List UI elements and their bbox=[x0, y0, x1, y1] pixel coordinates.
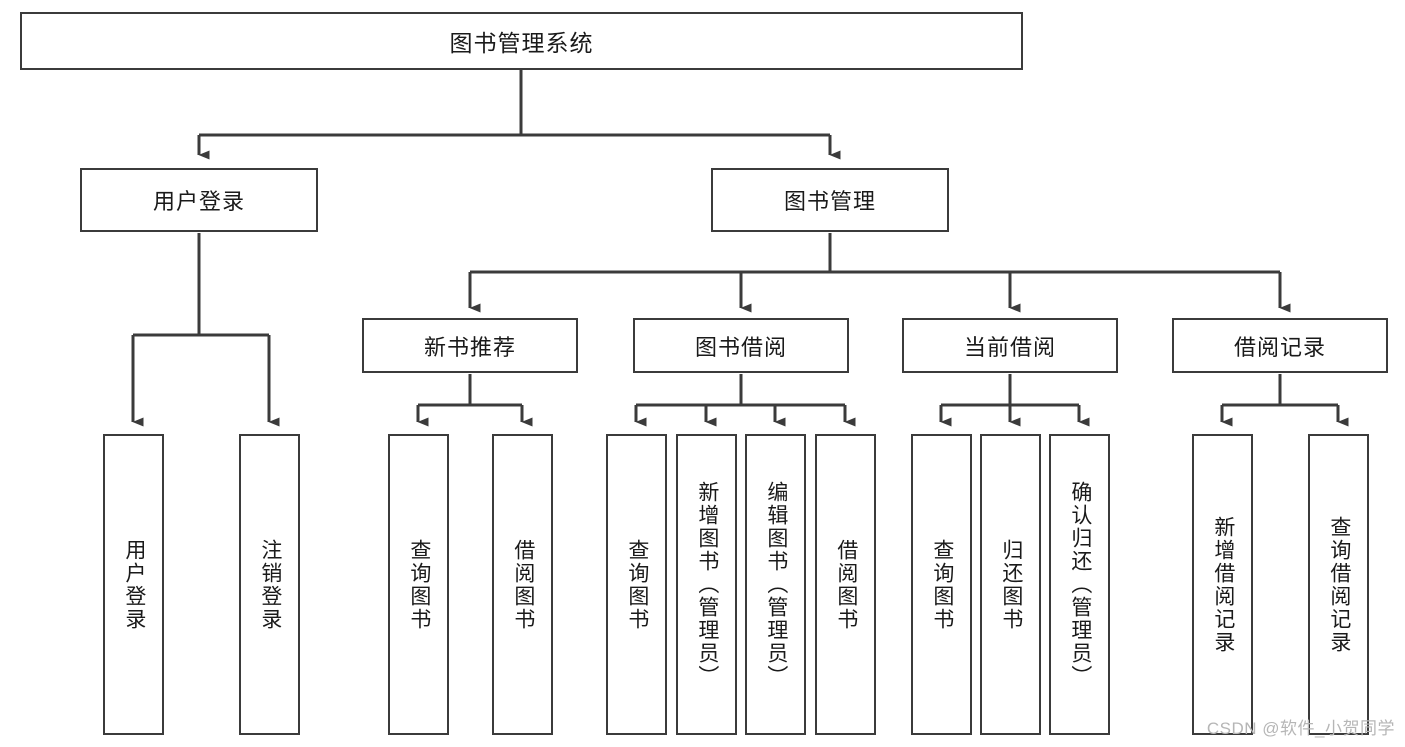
node-leaf-query-borrow-record[interactable]: 查询借阅记录 bbox=[1308, 434, 1369, 735]
node-leaf-add-book-admin[interactable]: 新增图书（管理员） bbox=[676, 434, 737, 735]
node-borrow-record[interactable]: 借阅记录 bbox=[1172, 318, 1388, 373]
node-book-management-label: 图书管理 bbox=[783, 189, 876, 214]
node-leaf-return-book-label: 归还图书 bbox=[999, 538, 1023, 631]
node-leaf-return-book[interactable]: 归还图书 bbox=[980, 434, 1041, 735]
node-book-management[interactable]: 图书管理 bbox=[711, 168, 949, 232]
node-leaf-edit-book-admin-label: 编辑图书（管理员） bbox=[764, 481, 788, 688]
node-root-label: 图书管理系统 bbox=[449, 30, 594, 56]
node-leaf-query-book-borrow-label: 查询图书 bbox=[625, 538, 649, 631]
node-leaf-borrow-book[interactable]: 借阅图书 bbox=[815, 434, 876, 735]
watermark-text: CSDN @软件_小贺同学 bbox=[1206, 719, 1395, 738]
node-user-login[interactable]: 用户登录 bbox=[80, 168, 318, 232]
node-leaf-query-book-current[interactable]: 查询图书 bbox=[911, 434, 972, 735]
node-leaf-borrow-book-recommend[interactable]: 借阅图书 bbox=[492, 434, 553, 735]
node-leaf-borrow-book-recommend-label: 借阅图书 bbox=[511, 538, 535, 631]
node-leaf-add-borrow-record-label: 新增借阅记录 bbox=[1211, 515, 1235, 654]
node-current-borrow[interactable]: 当前借阅 bbox=[902, 318, 1118, 373]
node-book-borrow-label: 图书借阅 bbox=[694, 334, 787, 360]
node-leaf-user-login[interactable]: 用户登录 bbox=[103, 434, 164, 735]
node-new-book-recommend[interactable]: 新书推荐 bbox=[362, 318, 578, 373]
node-leaf-query-book-recommend[interactable]: 查询图书 bbox=[388, 434, 449, 735]
node-leaf-logout[interactable]: 注销登录 bbox=[239, 434, 300, 735]
node-leaf-query-book-current-label: 查询图书 bbox=[930, 538, 954, 631]
node-borrow-record-label: 借阅记录 bbox=[1233, 334, 1326, 360]
node-leaf-borrow-book-label: 借阅图书 bbox=[834, 538, 858, 631]
node-leaf-logout-label: 注销登录 bbox=[258, 538, 282, 631]
node-leaf-query-borrow-record-label: 查询借阅记录 bbox=[1327, 515, 1351, 654]
node-leaf-confirm-return-admin[interactable]: 确认归还（管理员） bbox=[1049, 434, 1110, 735]
node-leaf-query-book-borrow[interactable]: 查询图书 bbox=[606, 434, 667, 735]
node-root-book-management-system[interactable]: 图书管理系统 bbox=[20, 12, 1023, 70]
node-user-login-label: 用户登录 bbox=[152, 189, 245, 214]
node-leaf-add-book-admin-label: 新增图书（管理员） bbox=[695, 481, 719, 688]
node-new-book-recommend-label: 新书推荐 bbox=[423, 334, 516, 360]
node-leaf-query-book-recommend-label: 查询图书 bbox=[407, 538, 431, 631]
node-leaf-edit-book-admin[interactable]: 编辑图书（管理员） bbox=[745, 434, 806, 735]
node-leaf-confirm-return-admin-label: 确认归还（管理员） bbox=[1068, 481, 1092, 688]
node-current-borrow-label: 当前借阅 bbox=[963, 334, 1056, 360]
node-leaf-add-borrow-record[interactable]: 新增借阅记录 bbox=[1192, 434, 1253, 735]
node-book-borrow[interactable]: 图书借阅 bbox=[633, 318, 849, 373]
node-leaf-user-login-label: 用户登录 bbox=[122, 538, 146, 631]
